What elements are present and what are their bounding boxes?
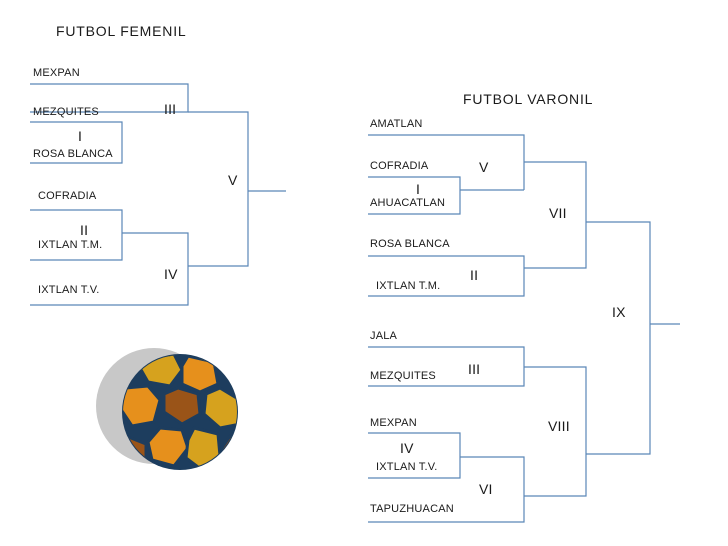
var-round-v: V [479, 159, 489, 175]
fem-round-iv: IV [164, 266, 178, 282]
fem-round-v: V [228, 172, 238, 188]
var-round-viii: VIII [548, 418, 570, 434]
fem-team-ixtlan-tv: IXTLAN T.V. [38, 284, 100, 296]
var-team-cofradia: COFRADIA [370, 160, 428, 172]
var-team-ahuacatlan: AHUACATLAN [370, 197, 445, 209]
fem-team-mezquites: MEZQUITES [33, 106, 99, 118]
var-round-vi: VI [479, 481, 493, 497]
fem-team-rosa-blanca: ROSA BLANCA [33, 148, 113, 160]
var-team-rosa-blanca: ROSA BLANCA [370, 238, 450, 250]
var-team-amatlan: AMATLAN [370, 118, 423, 130]
var-bracket-round9 [586, 222, 650, 454]
femenil-title: FUTBOL FEMENIL [56, 23, 186, 39]
fem-team-ixtlan-tm: IXTLAN T.M. [38, 239, 102, 251]
var-round-iv: IV [400, 440, 414, 456]
var-round-i: I [416, 181, 420, 197]
var-round-vii: VII [549, 205, 567, 221]
fem-round-i: I [78, 128, 82, 144]
var-team-ixtlan-tv: IXTLAN T.V. [376, 461, 438, 473]
var-team-jala: JALA [370, 330, 397, 342]
var-team-mexpan: MEXPAN [370, 417, 417, 429]
varonil-title: FUTBOL VARONIL [463, 91, 593, 107]
var-team-tapuzhuacan: TAPUZHUACAN [370, 503, 454, 515]
var-team-mezquites: MEZQUITES [370, 370, 436, 382]
var-round-ii: II [470, 267, 478, 283]
var-round-ix: IX [612, 304, 626, 320]
soccer-ball-icon [90, 348, 250, 476]
fem-round-ii: II [80, 222, 88, 238]
fem-round-iii: III [164, 101, 176, 117]
fem-bracket-round2 [30, 210, 122, 260]
fem-team-mexpan: MEXPAN [33, 67, 80, 79]
fem-team-cofradia: COFRADIA [38, 190, 96, 202]
fem-bracket-round3 [188, 112, 248, 266]
var-team-ixtlan-tm: IXTLAN T.M. [376, 280, 440, 292]
var-round-iii: III [468, 361, 480, 377]
